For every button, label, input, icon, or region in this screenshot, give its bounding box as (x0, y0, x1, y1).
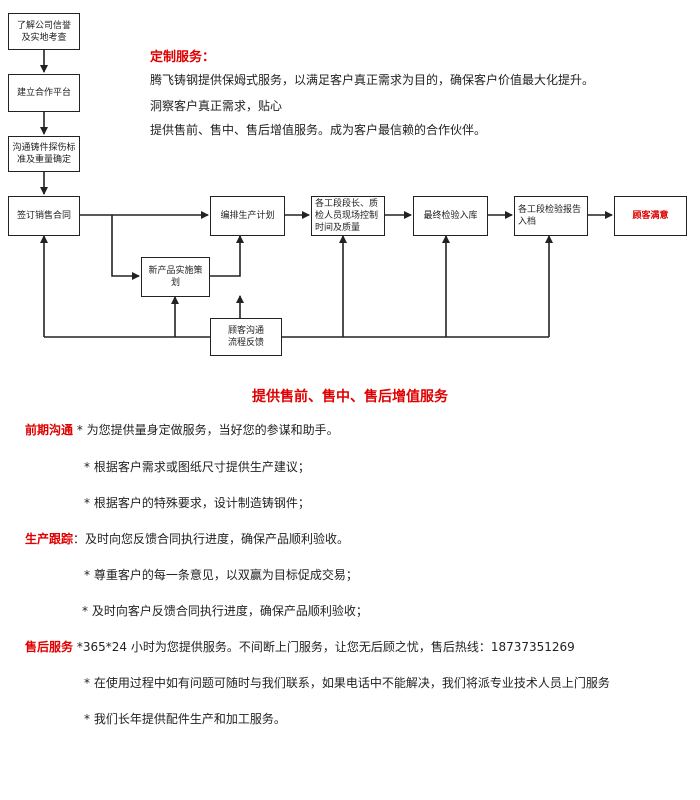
step-control: 各工段段长、质 检人员现场控制 时间及质量 (311, 196, 385, 236)
list-item: * 根据客户的特殊要求，设计制造铸钢件； (84, 496, 310, 510)
section-first-line: *365*24 小时为您提供服务。不间断上门服务，让您无后顾之忧，售后热线：18… (73, 640, 575, 654)
list-item: * 尊重客户的每一条意见，以双赢为目标促成交易； (84, 568, 358, 582)
step-platform: 建立合作平台 (8, 74, 80, 112)
section-label: 售后服务 (25, 640, 74, 654)
list-item: * 我们长年提供配件生产和加工服务。 (84, 712, 286, 726)
custom-service-line-3: 提供售前、售中、售后增值服务。成为客户最信赖的合作伙伴。 (150, 123, 487, 137)
arrow-newproduct-plan (210, 235, 244, 277)
section-first-line: * 为您提供量身定做服务，当好您的参谋和助手。 (73, 423, 339, 437)
step-plan: 编排生产计划 (210, 196, 285, 236)
custom-service-title: 定制服务： (150, 50, 216, 65)
section-first-line: ：及时向您反馈合同执行进度，确保产品顺利验收。 (73, 532, 350, 546)
arrow-contract-newproduct (111, 215, 140, 280)
list-item: * 根据客户需求或图纸尺寸提供生产建议； (84, 460, 310, 474)
section-early-communication: 前期沟通 * 为您提供量身定做服务，当好您的参谋和助手。 (25, 421, 339, 438)
step-contract: 签订销售合同 (8, 196, 80, 236)
step-investigate: 了解公司信誉 及实地考查 (8, 13, 80, 50)
step-satisfied: 顾客满意 (614, 196, 687, 236)
step-inspect: 最终检验入库 (413, 196, 488, 236)
section-after-sales: 售后服务 *365*24 小时为您提供服务。不间断上门服务，让您无后顾之忧，售后… (25, 638, 575, 655)
section-production-tracking: 生产跟踪：及时向您反馈合同执行进度，确保产品顺利验收。 (25, 530, 349, 547)
list-item: * 在使用过程中如有问题可随时与我们联系，如果电话中不能解决，我们将派专业技术人… (84, 676, 610, 690)
list-item: * 及时向客户反馈合同执行进度，确保产品顺利验收； (82, 604, 368, 618)
step-communicate: 沟通铸件探伤标 准及重量确定 (8, 136, 80, 172)
step-archive: 各工段检验报告 入档 (514, 196, 588, 236)
step-new-product: 新产品实施策划 (141, 257, 210, 297)
section-label: 前期沟通 (25, 423, 74, 437)
custom-service-line-1: 腾飞铸钢提供保姆式服务，以满足客户真正需求为目的，确保客户价值最大化提升。 (150, 73, 595, 87)
value-services-title: 提供售前、售中、售后增值服务 (252, 389, 448, 405)
custom-service-line-2: 洞察客户真正需求，贴心 (150, 99, 283, 113)
flowchart-connectors (40, 50, 613, 338)
section-label: 生产跟踪 (25, 532, 74, 546)
step-feedback: 顾客沟通 流程反馈 (210, 318, 282, 356)
